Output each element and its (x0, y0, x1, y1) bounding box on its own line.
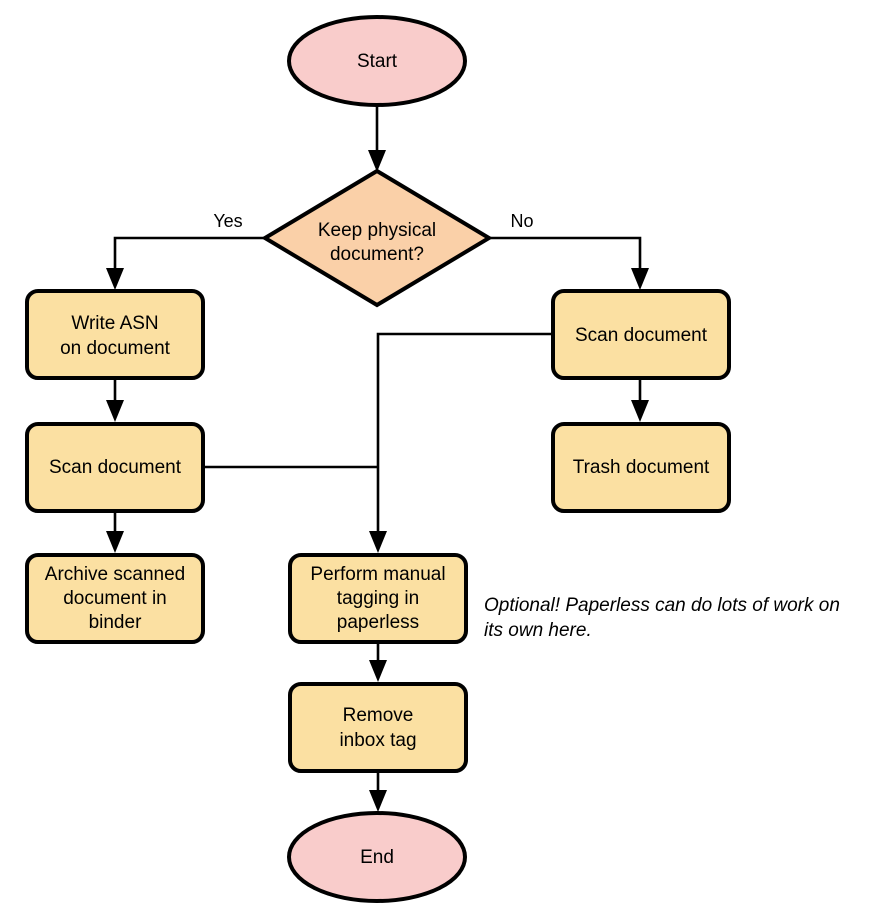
scan-document-right-box (551, 289, 731, 380)
node-decision-label-line1: Keep physical (318, 220, 436, 241)
edge-decision-yes: Yes (106, 211, 266, 290)
node-scan-document-right[interactable]: Scan document (551, 289, 731, 380)
manual-tagging-box (288, 553, 468, 644)
optional-note-line2: its own here. (484, 620, 592, 641)
edge-label-yes: Yes (213, 211, 242, 231)
node-archive-scanned-document[interactable]: Archive scanned document in binder (25, 553, 205, 644)
remove-inbox-tag-box (288, 682, 468, 773)
node-remove-inbox-label-line1: Remove (343, 705, 414, 726)
edge-scanleft-to-archive (106, 510, 124, 553)
optional-note-line1: Optional! Paperless can do lots of work … (484, 595, 840, 616)
node-archive-label-line3: binder (89, 612, 142, 633)
node-remove-inbox-tag[interactable]: Remove inbox tag (288, 682, 468, 773)
end-ellipse (287, 811, 467, 903)
edge-writeasn-to-scanleft (106, 377, 124, 422)
node-manual-tagging-label-line1: Perform manual (310, 564, 445, 585)
node-perform-manual-tagging[interactable]: Perform manual tagging in paperless (288, 553, 468, 644)
node-decision-label-line2: document? (330, 244, 424, 265)
edge-scanright-to-tagging (369, 332, 553, 553)
edge-decision-no: No (489, 211, 649, 290)
node-start-label: Start (357, 51, 398, 72)
edge-scanright-to-trash (631, 377, 649, 422)
node-scan-document-left-label: Scan document (49, 457, 182, 478)
node-write-asn-label-line2: on document (60, 338, 171, 359)
node-archive-label-line2: document in (63, 588, 167, 609)
archive-box (25, 553, 205, 644)
node-archive-label-line1: Archive scanned (45, 564, 185, 585)
node-remove-inbox-label-line2: inbox tag (339, 730, 416, 751)
node-trash-document[interactable]: Trash document (551, 422, 731, 513)
decision-diamond (261, 168, 493, 308)
node-start[interactable]: Start (287, 15, 467, 107)
node-manual-tagging-label-line3: paperless (337, 612, 419, 633)
write-asn-box (25, 289, 205, 380)
node-trash-document-label: Trash document (573, 457, 710, 478)
node-write-asn-on-document[interactable]: Write ASN on document (25, 289, 205, 380)
start-ellipse (287, 15, 467, 107)
node-scan-document-left[interactable]: Scan document (25, 422, 205, 513)
annotation-optional-note: Optional! Paperless can do lots of work … (484, 595, 840, 641)
node-write-asn-label-line1: Write ASN (71, 313, 158, 334)
trash-document-box (551, 422, 731, 513)
node-scan-document-right-label: Scan document (575, 325, 708, 346)
edge-removeinbox-to-end (369, 771, 387, 812)
scan-document-left-box (25, 422, 205, 513)
node-manual-tagging-label-line2: tagging in (337, 588, 419, 609)
edge-label-no: No (510, 211, 533, 231)
edge-tagging-to-removeinbox (369, 643, 387, 682)
node-decision-keep-physical-document[interactable]: Keep physical document? (261, 168, 493, 308)
edge-start-to-decision (368, 103, 386, 172)
node-end-label: End (360, 847, 394, 868)
node-end[interactable]: End (287, 811, 467, 903)
